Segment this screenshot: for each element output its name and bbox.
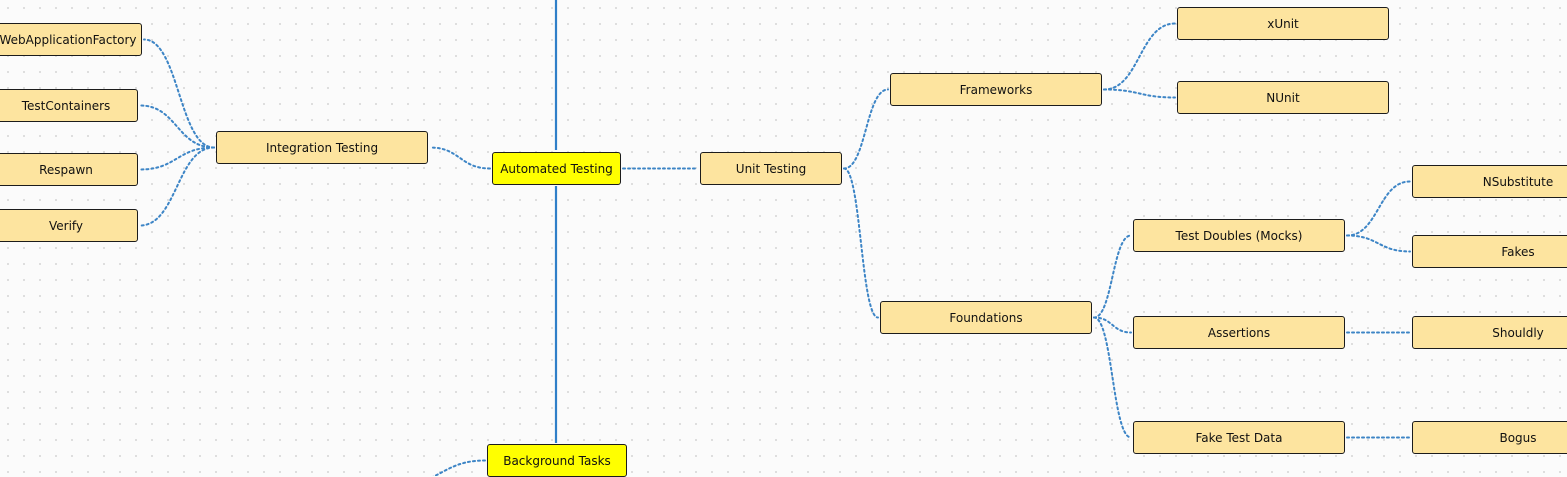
link-automated-testing-to-integration-testing — [429, 146, 491, 170]
node-respawn[interactable]: Respawn — [0, 153, 138, 186]
link-integration-testing-to-web-application-factory — [143, 38, 215, 149]
link-foundations-to-fake-test-data — [1093, 316, 1132, 439]
link-unit-testing-to-frameworks — [843, 88, 889, 170]
node-fakes[interactable]: Fakes — [1412, 235, 1567, 268]
node-background-tasks[interactable]: Background Tasks — [487, 444, 627, 477]
link-test-doubles-to-nsubstitute — [1346, 180, 1411, 237]
node-bogus[interactable]: Bogus — [1412, 421, 1567, 454]
link-background-tasks-offscreen — [432, 459, 486, 476]
node-frameworks[interactable]: Frameworks — [890, 73, 1102, 106]
node-testcontainers[interactable]: TestContainers — [0, 89, 138, 122]
link-integration-testing-to-respawn — [139, 146, 215, 171]
link-foundations-to-test-doubles — [1093, 234, 1132, 319]
link-integration-testing-to-testcontainers — [139, 104, 215, 149]
node-automated-testing[interactable]: Automated Testing — [492, 152, 621, 185]
node-fake-test-data[interactable]: Fake Test Data — [1133, 421, 1345, 454]
link-test-doubles-to-fakes — [1346, 234, 1411, 253]
link-foundations-to-assertions — [1093, 316, 1132, 334]
node-integration-testing[interactable]: Integration Testing — [216, 131, 428, 164]
node-xunit[interactable]: xUnit — [1177, 7, 1389, 40]
link-integration-testing-to-verify — [139, 146, 215, 227]
node-nsubstitute[interactable]: NSubstitute — [1412, 165, 1567, 198]
node-shouldly[interactable]: Shouldly — [1412, 316, 1567, 349]
node-web-application-factory[interactable]: WebApplicationFactory — [0, 23, 142, 56]
link-unit-testing-to-foundations — [843, 167, 879, 319]
node-nunit[interactable]: NUnit — [1177, 81, 1389, 114]
link-frameworks-to-nunit — [1103, 88, 1176, 99]
node-foundations[interactable]: Foundations — [880, 301, 1092, 334]
node-unit-testing[interactable]: Unit Testing — [700, 152, 842, 185]
node-verify[interactable]: Verify — [0, 209, 138, 242]
node-test-doubles[interactable]: Test Doubles (Mocks) — [1133, 219, 1345, 252]
node-assertions[interactable]: Assertions — [1133, 316, 1345, 349]
link-frameworks-to-xunit — [1103, 22, 1176, 91]
